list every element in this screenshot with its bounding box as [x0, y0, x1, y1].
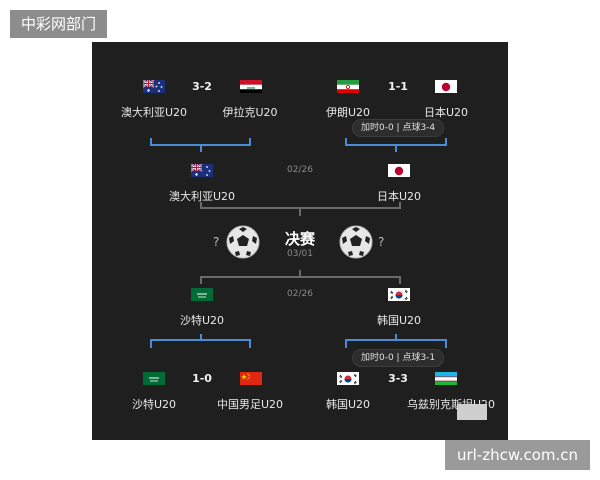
connector	[445, 138, 447, 145]
korea-flag-icon	[337, 371, 359, 385]
china-flag-icon	[240, 371, 262, 385]
connector	[345, 339, 447, 341]
semi-date-top: 02/26	[287, 165, 313, 175]
top-watermark: 中彩网部门	[10, 10, 107, 38]
connector	[395, 334, 397, 340]
connector	[299, 270, 301, 277]
connector	[399, 202, 401, 208]
connector	[200, 276, 401, 278]
semi-bottom-right-extra-time-note: 加时0-0 | 点球3-1	[352, 349, 445, 367]
australia-flag-icon	[143, 79, 165, 93]
final-unknown-left: ?	[213, 235, 220, 249]
connector	[249, 138, 251, 145]
connector	[200, 202, 202, 208]
semi-bottom-right-score: 3-3	[388, 372, 408, 385]
uzbekistan-flag-icon	[435, 371, 457, 385]
finalist-bottom-right: 韩国U20	[376, 314, 422, 327]
finalist-top-left: 澳大利亚U20	[168, 190, 236, 203]
semi-bottom-left-team-a: 沙特U20	[131, 398, 177, 411]
connector	[200, 146, 202, 152]
connector	[150, 138, 152, 145]
connector	[445, 341, 447, 348]
semi-top-right-team-b: 日本U20	[423, 106, 469, 119]
iran-flag-icon	[337, 79, 359, 93]
final-date: 03/01	[287, 249, 313, 259]
connector	[345, 144, 447, 146]
australia-flag-icon	[191, 163, 213, 177]
semi-date-bottom: 02/26	[287, 289, 313, 299]
connector	[345, 341, 347, 348]
semi-top-right-extra-time-note: 加时0-0 | 点球3-4	[352, 119, 445, 137]
korea-flag-icon	[388, 287, 410, 301]
connector	[150, 341, 152, 348]
bottom-watermark: url-zhcw.com.cn	[445, 440, 590, 470]
japan-flag-icon	[388, 163, 410, 177]
soccer-ball-icon	[226, 225, 260, 259]
connector	[399, 278, 401, 284]
finalist-bottom-left: 沙特U20	[179, 314, 225, 327]
bracket-panel: 3-2 澳大利亚U20 伊拉克U20 1-1 伊朗U20 日本U20 加时0-0…	[92, 42, 508, 440]
finalist-top-right: 日本U20	[376, 190, 422, 203]
connector	[200, 207, 401, 209]
semi-top-right-score: 1-1	[388, 80, 408, 93]
final-unknown-right: ?	[378, 235, 385, 249]
connector	[200, 278, 202, 284]
japan-flag-icon	[435, 79, 457, 93]
connector	[345, 138, 347, 145]
semi-top-left-team-b: 伊拉克U20	[222, 106, 278, 119]
iraq-flag-icon	[240, 79, 262, 93]
final-title: 决赛	[284, 230, 316, 248]
semi-top-right-team-a: 伊朗U20	[325, 106, 371, 119]
semi-bottom-left-team-b: 中国男足U20	[216, 398, 284, 411]
connector	[200, 334, 202, 340]
semi-bottom-left-score: 1-0	[192, 372, 212, 385]
semi-top-left-team-a: 澳大利亚U20	[120, 106, 188, 119]
saudi-flag-icon	[143, 371, 165, 385]
semi-bottom-right-team-a: 韩国U20	[325, 398, 371, 411]
semi-top-left-score: 3-2	[192, 80, 212, 93]
saudi-flag-icon	[191, 287, 213, 301]
overlay-patch	[457, 404, 487, 420]
connector	[150, 339, 251, 341]
connector	[395, 146, 397, 152]
connector	[299, 209, 301, 216]
connector	[150, 144, 251, 146]
connector	[249, 341, 251, 348]
soccer-ball-icon	[339, 225, 373, 259]
